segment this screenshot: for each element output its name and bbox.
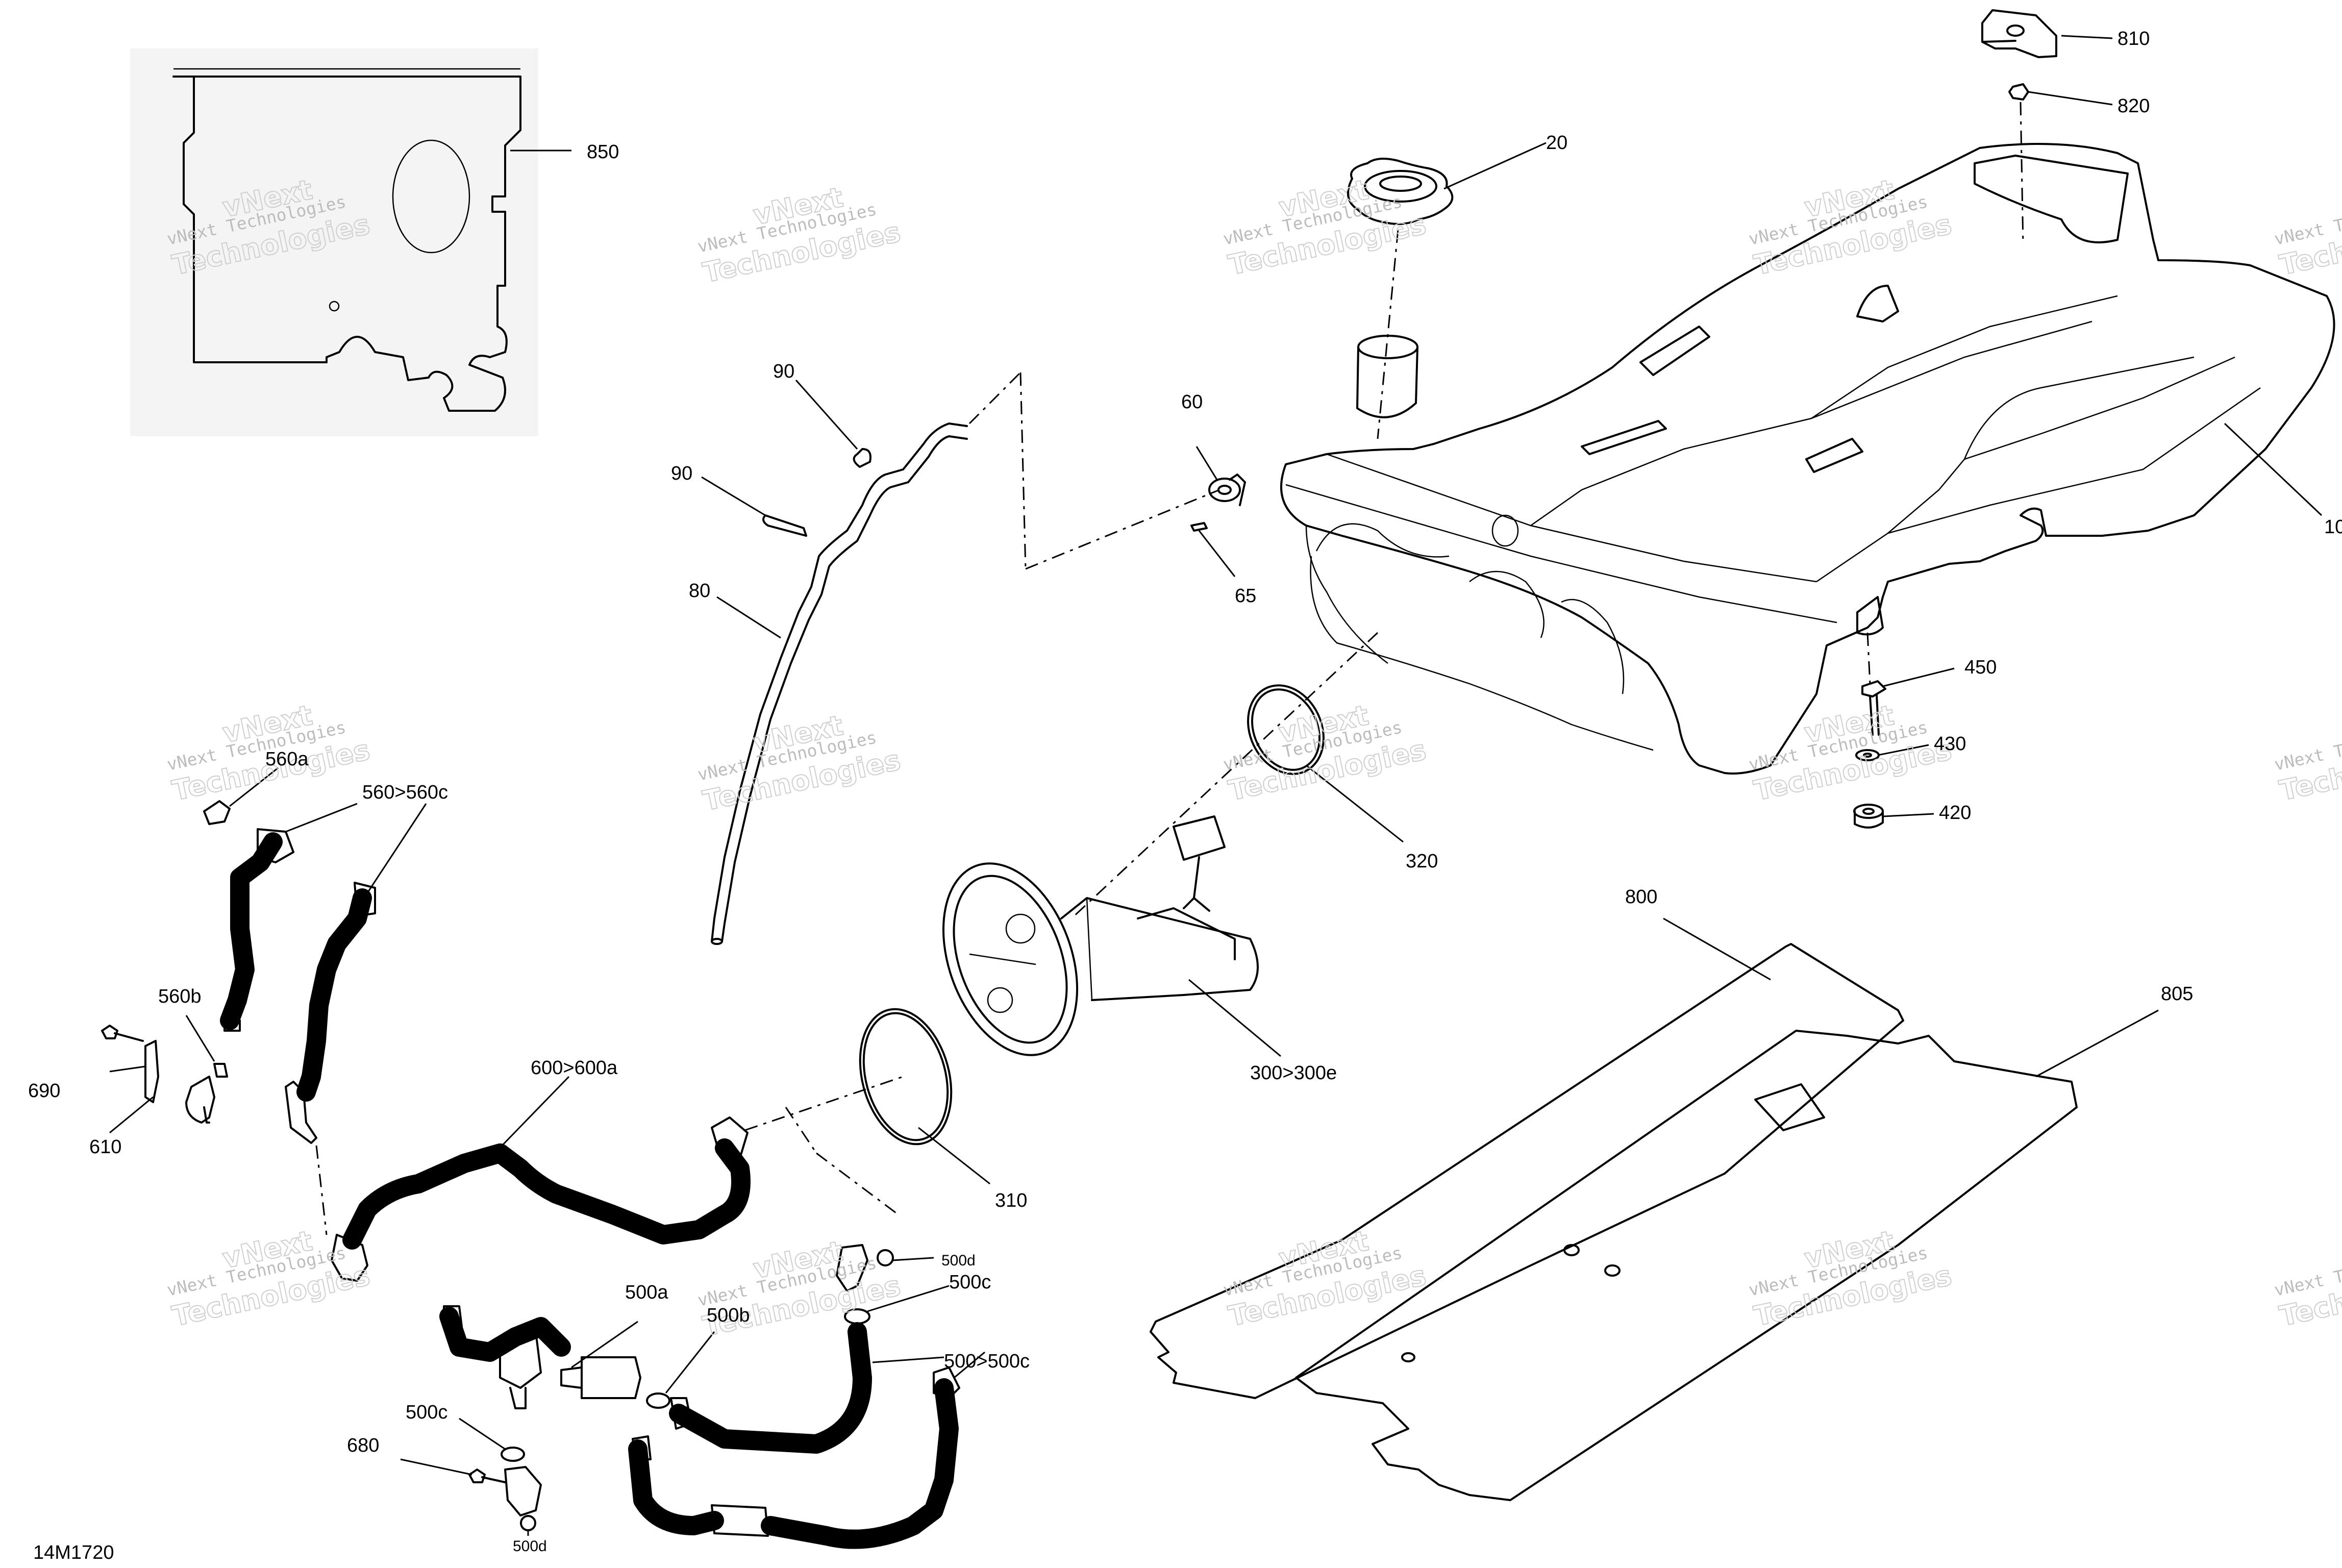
part-90-clamp-upper	[853, 448, 871, 468]
part-610-bracket	[144, 1040, 159, 1103]
part-500c-clamp-left	[501, 1447, 525, 1462]
callout-805: 805	[2161, 983, 2193, 1005]
callout-560-560c: 560>560c	[362, 782, 448, 803]
part-560-hose-left	[220, 828, 294, 1032]
part-805-sheet	[1295, 1030, 2078, 1501]
callout-420: 420	[1939, 802, 1971, 824]
callout-500b: 500b	[707, 1305, 750, 1326]
part-560-hose-right	[285, 882, 376, 1144]
callout-560b: 560b	[158, 986, 202, 1007]
callout-500c-top: 500c	[949, 1272, 991, 1293]
part-310-lock-ring	[859, 1008, 953, 1146]
part-80-vent-line	[711, 422, 968, 945]
callout-680: 680	[347, 1435, 379, 1456]
part-320-o-ring	[1247, 684, 1325, 775]
part-20-fuel-cap	[1347, 158, 1454, 225]
callout-450: 450	[1964, 657, 1997, 678]
part-680-screw	[468, 1469, 506, 1483]
callout-300-300e: 300>300e	[1250, 1062, 1337, 1084]
callout-90-upper: 90	[773, 361, 794, 382]
callout-500a: 500a	[625, 1282, 668, 1303]
part-820-nut	[2008, 83, 2029, 101]
part-560b-connector	[185, 1063, 228, 1124]
callout-690: 690	[28, 1080, 60, 1102]
part-10-fuel-tank	[1280, 143, 2335, 775]
callout-80: 80	[689, 580, 710, 602]
callout-610: 610	[89, 1136, 121, 1158]
callout-560a: 560a	[265, 749, 309, 770]
part-300-fuel-pump	[942, 815, 1259, 1056]
callout-500d-bottom: 500d	[513, 1538, 547, 1555]
part-500d-elbow-top	[836, 1244, 894, 1292]
part-500d-elbow-bottom	[504, 1466, 542, 1531]
callout-600-600a: 600>600a	[531, 1057, 618, 1079]
part-60-valve	[1195, 446, 1246, 506]
part-65-pin	[1190, 522, 1208, 532]
part-810-clip	[1981, 9, 2057, 58]
part-420-grommet	[1853, 804, 1884, 829]
leader-lines	[109, 35, 2323, 1536]
callout-500-500c: 500>500c	[944, 1351, 1030, 1372]
part-690-screw	[101, 1025, 144, 1042]
callout-810: 810	[2117, 28, 2150, 49]
callout-60: 60	[1181, 391, 1203, 413]
part-500a-filter	[560, 1356, 641, 1399]
callout-labels: 850 810 820 20 10 90 90 80 60 65 450 430…	[28, 28, 2342, 1563]
part-500b-clamp	[646, 1392, 670, 1409]
callout-10: 10	[2324, 516, 2342, 538]
callout-500c-left: 500c	[406, 1402, 447, 1423]
part-500-hose-right	[669, 1322, 872, 1454]
callout-820: 820	[2117, 95, 2150, 117]
callout-320: 320	[1406, 851, 1438, 872]
part-800-sheet	[1150, 943, 1904, 1399]
callout-800: 800	[1625, 886, 1657, 908]
callout-430: 430	[1934, 733, 1966, 755]
callout-500d-top: 500d	[941, 1252, 976, 1269]
part-450-bolt	[1861, 680, 1886, 736]
part-560a-clip	[203, 800, 231, 825]
part-500-hose-left	[439, 1305, 571, 1409]
callout-310: 310	[995, 1190, 1027, 1211]
part-90-clamp-lower	[762, 514, 807, 537]
callout-90-lower: 90	[671, 463, 692, 484]
callout-20: 20	[1546, 132, 1567, 154]
callout-850: 850	[587, 141, 619, 163]
drawing-number: 14M1720	[33, 1542, 114, 1563]
part-500-hose-bottom	[628, 1366, 960, 1549]
part-850-heat-shield	[130, 48, 538, 436]
part-600-hose	[331, 1116, 751, 1282]
callout-65: 65	[1235, 585, 1256, 607]
